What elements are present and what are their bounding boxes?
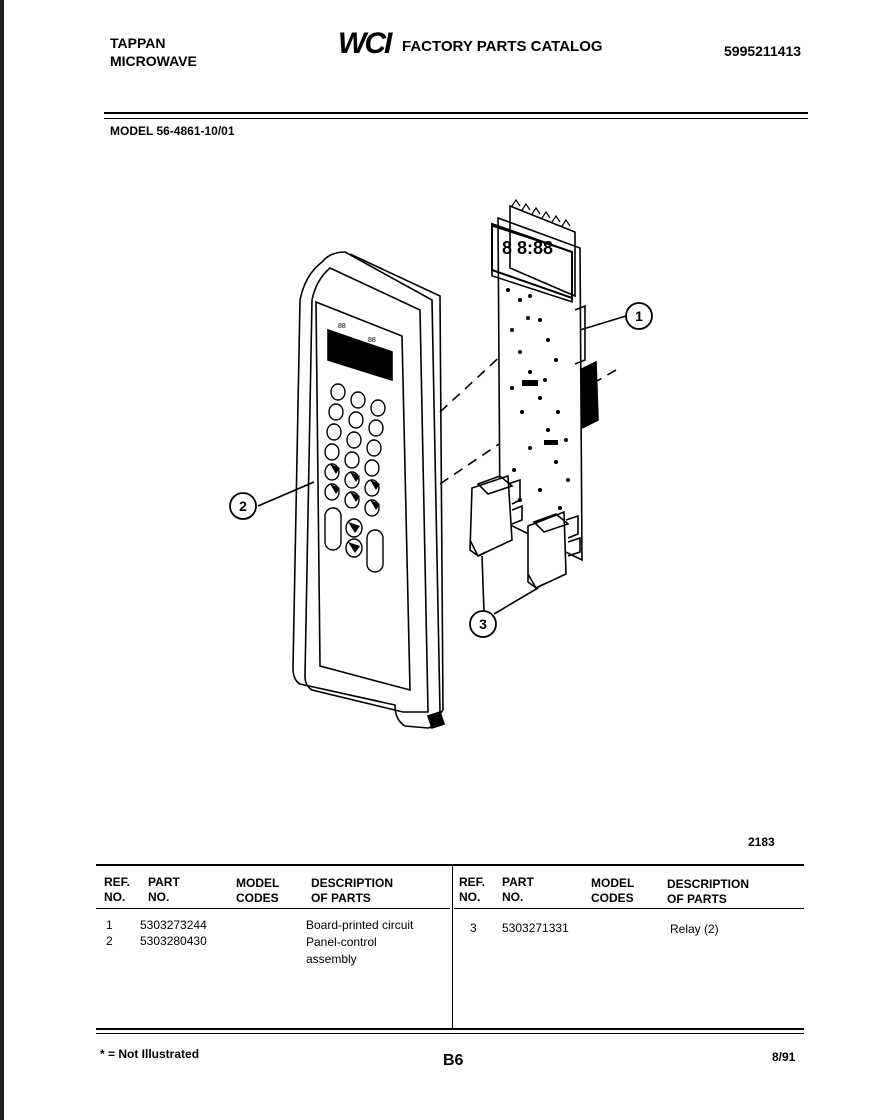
right-col-ref-header: REF.NO. [459, 875, 486, 904]
table-row-part: 5303280430 [140, 934, 207, 948]
table-rule-header-left [96, 908, 450, 909]
table-row-part: 5303273244 [140, 918, 207, 932]
table-rule-bottom-2 [96, 1033, 804, 1034]
svg-text:88: 88 [368, 337, 376, 344]
table-row-desc-cont: assembly [306, 952, 357, 966]
callout-2: 2 [239, 498, 247, 514]
model-line: MODEL 56-4861-10/01 [110, 124, 235, 138]
left-col-ref-header: REF.NO. [104, 875, 131, 904]
callout-1: 1 [635, 308, 643, 324]
catalog-number: 5995211413 [724, 43, 802, 59]
table-row-desc: Board-printed circuit [306, 918, 414, 932]
svg-text:8 8:88: 8 8:88 [502, 238, 553, 258]
footnote: * = Not Illustrated [100, 1047, 200, 1061]
catalog-title: FACTORY PARTS CATALOG [402, 38, 603, 55]
brand-line-1: TAPPAN [110, 35, 166, 51]
table-row-desc: Panel-control [306, 935, 377, 949]
catalog-date: 8/91 [772, 1050, 796, 1064]
exploded-parts-diagram: 88 88 [229, 198, 653, 730]
table-row-ref: 3 [470, 921, 477, 935]
table-rule-top [96, 864, 804, 866]
relay-left [469, 474, 523, 558]
wci-logo-text: WCI [338, 27, 393, 58]
callout-3: 3 [479, 616, 487, 632]
table-row-desc: Relay (2) [670, 922, 719, 936]
table-divider [452, 866, 453, 1028]
table-row-ref: 2 [106, 934, 113, 948]
header-rule-top [104, 112, 808, 114]
header-rule-bottom [104, 118, 808, 119]
table-row-ref: 1 [106, 918, 113, 932]
table-row-part: 5303271331 [502, 921, 569, 935]
brand-line-2: MICROWAVE [110, 53, 197, 69]
page-number: B6 [443, 1052, 464, 1069]
printed-circuit-board: 8 8:88 [491, 198, 599, 562]
svg-text:88: 88 [338, 323, 346, 330]
relay-right [527, 510, 581, 590]
table-rule-header-right [454, 908, 804, 909]
table-rule-bottom [96, 1028, 804, 1030]
control-panel-assembly: 88 88 [292, 251, 446, 730]
wci-logo: WCI [338, 27, 395, 58]
figure-number: 2183 [748, 835, 775, 849]
scan-edge [0, 0, 4, 1120]
